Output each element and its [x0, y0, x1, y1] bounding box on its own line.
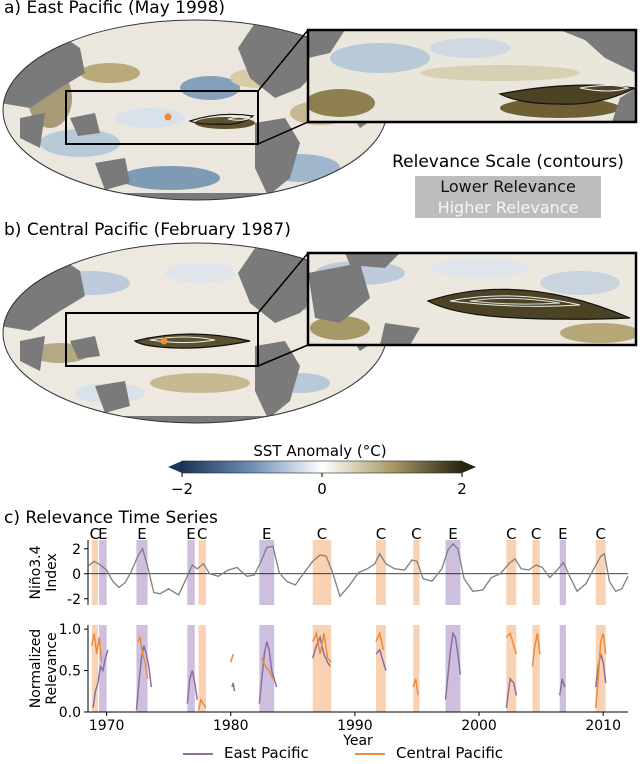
x-tick-label: 2000 [461, 718, 497, 734]
x-axis-label: Year [342, 733, 373, 749]
event-band-top [376, 540, 386, 605]
relevance-scale-title: Relevance Scale (contours) [392, 152, 624, 172]
sst-colorbar: −2 0 2 [168, 460, 476, 498]
top-y-tick-label: 2 [72, 542, 81, 558]
panel-b-title: b) Central Pacific (February 1987) [4, 220, 291, 240]
panel-a-map-figure [2, 19, 638, 201]
event-band-top [99, 540, 107, 605]
event-band-bottom [136, 625, 148, 712]
event-band-bottom [91, 625, 98, 712]
event-band-bottom [595, 625, 606, 712]
event-band-top [445, 540, 461, 605]
east-pacific-relevance-line [186, 670, 198, 704]
event-label: E [98, 525, 107, 543]
colorbar-tick-label: −2 [171, 480, 193, 498]
east-pacific-relevance-line [92, 649, 109, 709]
event-band-bottom [532, 625, 540, 712]
x-tick-label: 1980 [213, 718, 249, 734]
colorbar-tick-label: 2 [457, 480, 467, 498]
x-tick-label: 1990 [337, 718, 373, 734]
event-band-top [198, 540, 206, 605]
event-band-top [259, 540, 275, 605]
bottom-y-tick-label: 0.0 [59, 705, 81, 721]
event-label: E [186, 525, 195, 543]
event-band-top [532, 540, 540, 605]
central-pacific-relevance-line [90, 633, 103, 663]
event-label: C [531, 525, 541, 543]
relevance-scale-legend: Relevance Scale (contours) Lower Relevan… [383, 152, 633, 218]
nino34-line [87, 542, 629, 598]
event-label: E [558, 525, 567, 543]
event-label: E [137, 525, 146, 543]
x-tick-label: 1970 [89, 718, 125, 734]
event-label: C [506, 525, 516, 543]
panel-a-inset [308, 30, 636, 122]
central-pacific-relevance-line [261, 657, 274, 680]
central-pacific-relevance-line [375, 630, 385, 651]
central-pacific-relevance-line [505, 631, 518, 655]
top-y-axis-label: Niño3.4Index [28, 545, 60, 599]
top-y-tick-label: 0 [72, 567, 81, 583]
east-pacific-relevance-line [505, 677, 518, 708]
top-y-tick-label: -2 [67, 592, 81, 608]
x-tick-label: 2010 [585, 718, 621, 734]
bottom-y-axis-label: NormalizedRelevance [28, 629, 60, 708]
event-band-bottom [312, 625, 332, 712]
event-label: C [317, 525, 327, 543]
legend-line-east [183, 753, 213, 755]
event-band-bottom [376, 625, 386, 712]
east-pacific-relevance-line [375, 648, 387, 671]
panel-a-title: a) East Pacific (May 1998) [4, 0, 226, 18]
event-band-bottom [187, 625, 195, 712]
event-label: E [262, 525, 271, 543]
panel-c-title: c) Relevance Time Series [4, 508, 218, 528]
central-pacific-relevance-line [531, 633, 541, 667]
lower-relevance-label: Lower Relevance [415, 176, 601, 197]
colorbar-title: SST Anomaly (°C) [253, 442, 387, 460]
event-band-top [413, 540, 420, 605]
event-label: C [197, 525, 207, 543]
east-pacific-relevance-line [231, 682, 236, 692]
east-pacific-relevance-line [444, 631, 462, 700]
central-pacific-relevance-line [312, 630, 332, 663]
event-band-top [595, 540, 606, 605]
event-band-top [136, 540, 148, 605]
event-band-top [506, 540, 517, 605]
event-band-top [312, 540, 332, 605]
central-pacific-relevance-line [137, 635, 149, 680]
panel-b-inset [308, 253, 636, 345]
event-label: C [90, 525, 100, 543]
legend-line-central [355, 753, 385, 755]
event-band-bottom [198, 625, 206, 712]
bottom-y-tick-label: 1.0 [59, 622, 81, 638]
panel-a-marker [164, 113, 172, 121]
event-label: C [411, 525, 421, 543]
event-label: C [595, 525, 605, 543]
central-pacific-relevance-line [197, 697, 207, 711]
higher-relevance-label: Higher Relevance [415, 197, 601, 218]
panel-b-map-figure [2, 242, 638, 424]
legend-label-central: Central Pacific [396, 744, 504, 762]
event-band-top [187, 540, 195, 605]
east-pacific-relevance-line [558, 678, 566, 696]
event-band-bottom [506, 625, 517, 712]
east-pacific-relevance-line [258, 641, 278, 704]
event-label: C [376, 525, 386, 543]
central-pacific-relevance-line [412, 678, 419, 696]
colorbar-tick-label: 0 [317, 480, 327, 498]
east-pacific-relevance-line [135, 645, 153, 711]
east-pacific-relevance-line [594, 653, 607, 688]
event-band-bottom [559, 625, 566, 712]
event-band-top [91, 540, 98, 605]
event-band-top [559, 540, 566, 605]
event-label: E [448, 525, 457, 543]
legend-label-east: East Pacific [224, 744, 309, 762]
central-pacific-relevance-line [594, 633, 607, 708]
bottom-y-tick-label: 0.5 [59, 664, 81, 680]
central-pacific-relevance-line [230, 653, 234, 663]
event-band-bottom [413, 625, 420, 712]
panel-b-marker [160, 337, 168, 345]
